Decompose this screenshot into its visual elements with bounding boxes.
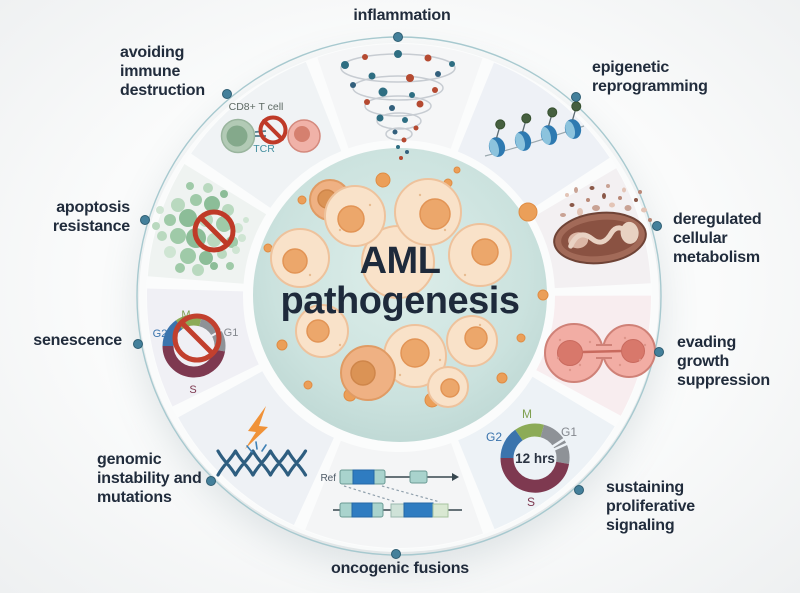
tcr-label: TCR	[253, 143, 275, 155]
ring-segment-9	[191, 61, 342, 208]
connector-dot	[654, 347, 664, 357]
phase-g2-label: G2	[486, 430, 502, 444]
prohibition-icon	[172, 313, 222, 363]
connector-dot	[393, 32, 403, 42]
connector-dot	[652, 221, 662, 231]
hallmark-label-genomic-instability: genomic instability and mutations	[97, 451, 202, 506]
hallmark-label-sustaining-proliferative-signaling: sustaining proliferative signaling	[606, 479, 695, 534]
phase-g1-label: G1	[561, 425, 577, 439]
ring-segment-6	[178, 371, 334, 525]
connector-dot	[574, 485, 584, 495]
cell-cycle-arrest-icon: M G1 G2 S	[153, 309, 239, 396]
prohibition-icon	[192, 209, 236, 253]
hallmark-label-epigenetic-reprogramming: epigenetic reprogramming	[592, 59, 708, 95]
hallmark-label-oncogenic-fusions: oncogenic fusions	[331, 560, 469, 577]
connector-dot	[222, 89, 232, 99]
ring-segment-5	[305, 440, 484, 548]
prohibition-icon	[258, 115, 288, 145]
phase-g1-label: G1	[224, 327, 239, 339]
nucleosome	[514, 113, 532, 151]
nucleosome	[540, 107, 558, 145]
nucleosome-methylation-icon	[484, 101, 585, 157]
hallmark-label-evading-growth-suppression: evading growth suppression	[677, 334, 770, 389]
ring-segment-1	[457, 62, 610, 211]
mitochondrion-damage-icon	[553, 184, 652, 265]
hallmark-label-apoptosis-resistance: apoptosis resistance	[52, 199, 130, 235]
connector-dot	[206, 476, 216, 486]
cell-cycle-clock-icon: 12 hrs M G1 G2 S	[486, 407, 577, 509]
nucleosome	[564, 101, 582, 139]
phase-g2-label: G2	[153, 328, 168, 340]
connector-dot	[391, 549, 401, 559]
connector-dot	[133, 339, 143, 349]
hallmark-label-inflammation: inflammation	[353, 7, 451, 24]
phase-m-label: M	[181, 309, 190, 321]
phase-s-label: S	[527, 495, 535, 509]
ref-label: Ref	[320, 473, 336, 484]
hallmark-label-avoiding-immune-destruction: avoiding immune destruction	[120, 44, 205, 99]
hallmark-label-deregulated-cellular-metabolism: deregulated cellular metabolism	[673, 211, 762, 266]
ring-segment-4	[458, 376, 615, 530]
ring-segment-7	[146, 288, 259, 407]
gene-fusion-diagram-icon: Ref	[320, 469, 462, 518]
t-cell-inhibition-icon: CD8+ T cell TCR	[220, 101, 321, 155]
apoptosis-blocked-icon	[152, 182, 249, 276]
cycle-duration-label: 12 hrs	[515, 451, 555, 466]
hallmark-label-senescence: senescence	[33, 332, 122, 349]
connector-dot	[571, 92, 581, 102]
leukemia-cell-cluster	[263, 166, 549, 408]
nucleosome	[488, 119, 506, 157]
dna-damage-icon	[216, 406, 308, 477]
cd8-t-cell-label: CD8+ T cell	[229, 101, 284, 113]
center-title: AML pathogenesis	[280, 240, 520, 322]
inflammation-vortex-icon	[340, 50, 456, 160]
phase-m-label: M	[522, 407, 532, 421]
lightning-bolt-icon	[245, 406, 268, 449]
connector-dot	[140, 215, 150, 225]
phase-s-label: S	[189, 384, 196, 396]
